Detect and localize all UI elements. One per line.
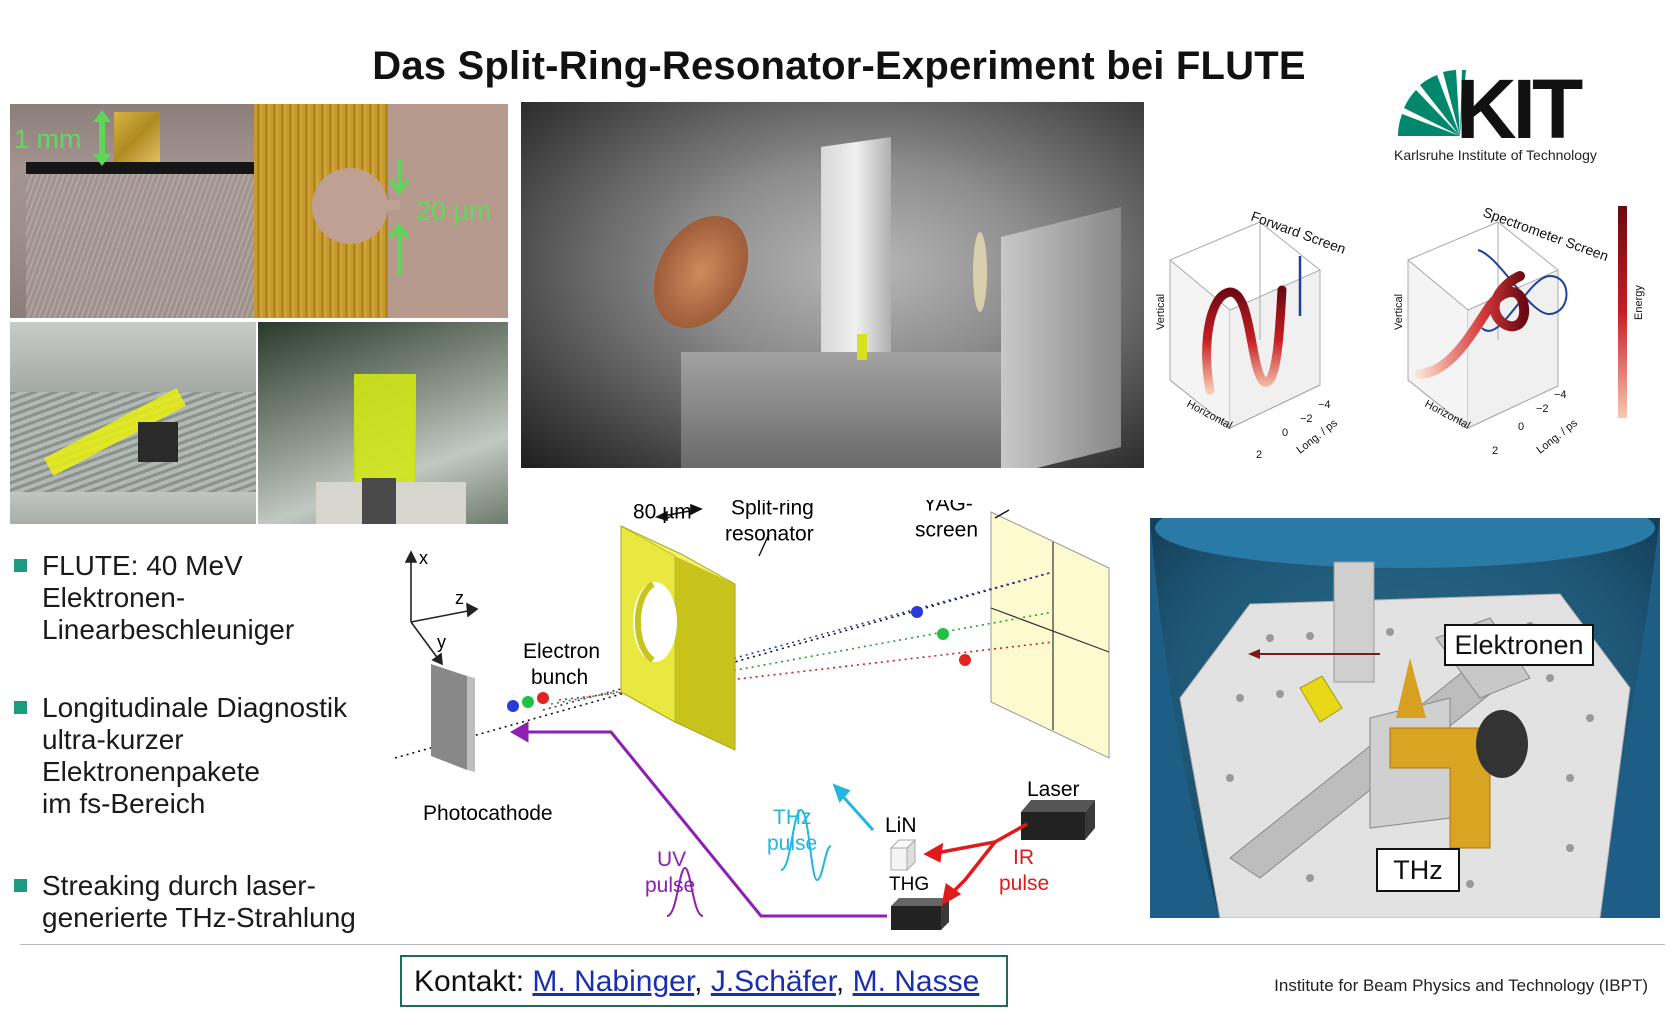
- beam-red: [558, 641, 1054, 701]
- thz-callout: THz: [1376, 848, 1460, 892]
- ir-label-line1: IR: [1013, 846, 1034, 869]
- photo-crystal-closeup: [258, 322, 508, 524]
- plot-left-tick: −2: [1300, 413, 1313, 425]
- kit-letters: KIT: [1456, 62, 1583, 156]
- bullet-marker-icon: [14, 701, 27, 714]
- plot-right-ylabel: Vertical: [1393, 294, 1405, 330]
- plot-right-tick: 0: [1518, 421, 1524, 433]
- bullet-text: Streaking durch laser- generierte THz-St…: [42, 870, 356, 933]
- axis-y-label: y: [437, 632, 446, 652]
- screen-dot-blue: [911, 606, 923, 618]
- beam-blue: [542, 571, 1054, 711]
- axis-x-label: x: [419, 548, 428, 568]
- srr-schematic: x z y: [394, 492, 1140, 945]
- thg-box: [891, 898, 949, 930]
- ir-label-line2: pulse: [999, 872, 1049, 895]
- plot-left-ylabel: Vertical: [1155, 294, 1167, 330]
- bunch-label-line2: bunch: [531, 666, 588, 689]
- page-title: Das Split-Ring-Resonator-Experiment bei …: [372, 44, 1306, 88]
- srr-callout-line: [758, 533, 770, 557]
- dim-label-20um: 20 µm: [416, 196, 492, 226]
- yag-callout-line: [994, 509, 1010, 519]
- forward-screen-curve: [1202, 285, 1287, 395]
- chamber-3d-render: Elektronen THz: [1150, 518, 1660, 918]
- bunch-label-line1: Electron: [523, 640, 600, 663]
- bunch-dot-green: [522, 696, 534, 708]
- plot-right-title: Spectrometer Screen: [1481, 204, 1611, 264]
- width-label: 80 µm: [633, 500, 692, 523]
- plot-right-tick: −4: [1554, 389, 1567, 401]
- uv-beam-path: [509, 721, 887, 918]
- plot-right-zlabel: Long. / ps: [1534, 417, 1580, 457]
- photo-split-ring-closeup: 20 µm: [254, 104, 508, 318]
- coordinate-axes: [404, 550, 479, 666]
- plot-right-tick: −2: [1536, 403, 1549, 415]
- split-ring-resonator: [620, 525, 736, 751]
- photocathode-label: Photocathode: [423, 802, 553, 825]
- footer-institute: Institute for Beam Physics and Technolog…: [1274, 976, 1648, 995]
- contact-label: Kontakt:: [414, 965, 525, 998]
- lin-label: LiN: [885, 814, 917, 837]
- lin-crystal: [889, 838, 917, 872]
- plot-left-tick: 0: [1282, 427, 1288, 439]
- plot-right-tick: 2: [1492, 445, 1498, 457]
- bullet-text: Longitudinale Diagnostik ultra-kurzer El…: [42, 692, 348, 819]
- ir-beam-arrows: [923, 822, 1028, 906]
- axis-z-label: z: [455, 588, 464, 608]
- kit-fan-icon: [1397, 70, 1466, 136]
- colorbar-label: Energy: [1633, 285, 1645, 320]
- screen-dot-green: [937, 628, 949, 640]
- bullet-text: FLUTE: 40 MeV Elektronen- Linearbeschleu…: [42, 550, 295, 645]
- uv-label-line1: UV: [657, 848, 686, 871]
- uv-label-line2: pulse: [645, 874, 695, 897]
- footer-divider: [20, 944, 1665, 945]
- thz-label-line1: THz: [773, 806, 812, 829]
- gap-arrows-icon: [388, 160, 410, 276]
- screen-dot-red: [959, 654, 971, 666]
- thz-horn: [1396, 658, 1426, 718]
- kit-subtitle: Karlsruhe Institute of Technology: [1394, 147, 1597, 163]
- spectrometer-curve: [1415, 271, 1530, 379]
- plot-left-tick: −4: [1318, 399, 1331, 411]
- elektronen-callout: Elektronen: [1444, 624, 1594, 666]
- yag-label-line2: screen: [915, 518, 978, 541]
- bunch-dot-red: [537, 692, 549, 704]
- srr-label-line1: Split-ring: [731, 500, 814, 519]
- laser-box: [1021, 800, 1095, 840]
- srr-label-line2: resonator: [725, 522, 814, 545]
- photo-experiment-chamber: [521, 102, 1144, 468]
- thz-beam-arrow: [780, 783, 875, 882]
- bunch-dot-blue: [507, 700, 519, 712]
- kit-logo: KIT Karlsruhe Institute of Technology: [1390, 58, 1630, 168]
- photo-crystal-mount: [10, 322, 256, 524]
- laser-label: Laser: [1027, 778, 1080, 801]
- bullet-marker-icon: [14, 879, 27, 892]
- yag-label-line1: YAG-: [923, 500, 973, 515]
- plot-forward-screen: Forward Screen Vertical Horizontal Long.…: [1150, 200, 1390, 470]
- width-arrow-icon: [654, 503, 703, 522]
- dim-label-1mm: 1 mm: [14, 124, 82, 154]
- plot-spectrometer-screen: Energy Spectrometer Screen Vertical Hori…: [1390, 196, 1645, 470]
- plot-left-tick: 2: [1256, 449, 1262, 461]
- dimension-arrow-icon: [93, 110, 111, 166]
- contact-link-nasse[interactable]: M. Nasse: [852, 965, 980, 998]
- photo-sample-overview: 1 mm: [10, 104, 254, 318]
- photocathode: [431, 664, 475, 772]
- contact-link-nabinger[interactable]: M. Nabinger: [532, 965, 695, 998]
- plot-left-title: Forward Screen: [1249, 208, 1348, 257]
- yag-screen: [990, 511, 1110, 759]
- energy-colorbar: Energy: [1618, 206, 1645, 418]
- kit-logo-graphic: KIT Karlsruhe Institute of Technology: [1394, 62, 1597, 163]
- thz-label-line2: pulse: [767, 832, 817, 855]
- thg-label: THG: [889, 874, 929, 895]
- bullet-marker-icon: [14, 559, 27, 572]
- contact-box: Kontakt: M. Nabinger, J.Schäfer, M. Nass…: [400, 955, 1008, 1007]
- contact-link-schaefer[interactable]: J.Schäfer: [710, 965, 836, 998]
